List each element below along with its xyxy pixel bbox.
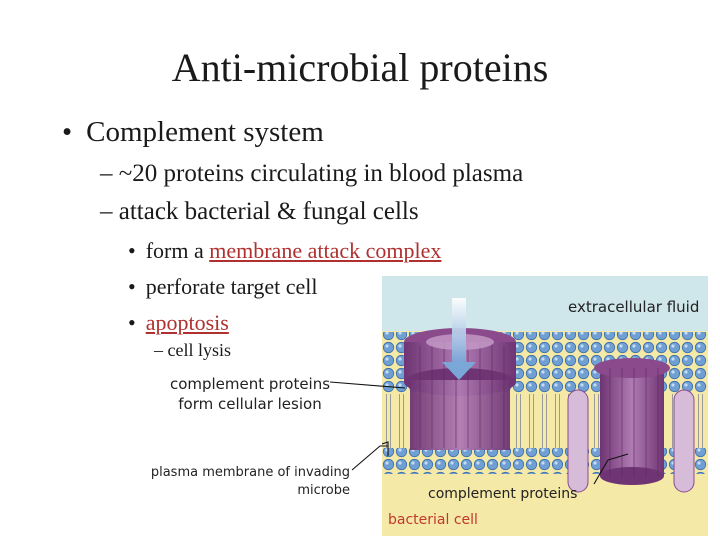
bullet-marker: •: [62, 116, 73, 148]
sub-point-proteins: – ~20 proteins circulating in blood plas…: [100, 160, 524, 187]
label-lesion: complement proteins form cellular lesion: [160, 374, 340, 414]
sub-point-attack: – attack bacterial & fungal cells: [100, 198, 419, 225]
sub-bullet-apoptosis: • apoptosis: [128, 310, 229, 336]
membrane-attack-illustration: [381, 276, 708, 536]
label-membrane-line1: plasma membrane of invading: [150, 465, 350, 480]
label-plasma-membrane: plasma membrane of invading microbe: [140, 464, 350, 500]
label-extracellular-fluid: extracellular fluid: [568, 298, 700, 316]
complement-channel-right: [567, 358, 695, 493]
bullet-marker: •: [128, 310, 136, 335]
label-membrane-line2: microbe: [297, 483, 350, 498]
label-complement-proteins: complement proteins: [428, 486, 578, 502]
label-lesion-line2: form cellular lesion: [178, 395, 322, 413]
link-apoptosis[interactable]: apoptosis: [145, 310, 229, 335]
bullet-marker: •: [128, 274, 136, 299]
link-membrane-attack-complex[interactable]: membrane attack complex: [209, 238, 442, 263]
bullet-text: Complement system: [86, 116, 324, 148]
sub-sub-cell-lysis: – cell lysis: [154, 340, 231, 360]
bullet-complement-system: • Complement system: [62, 116, 324, 149]
label-lesion-line1: complement proteins: [169, 375, 331, 393]
sub-bullet-mac: • form a membrane attack complex: [128, 238, 441, 264]
extracellular-fluid-area: [382, 276, 708, 331]
flow-arrow: [442, 298, 476, 380]
bullet-marker: •: [128, 238, 136, 263]
sub-bullet-perforate: • perforate target cell: [128, 274, 318, 300]
sub-bullet-text: form a: [145, 238, 210, 263]
label-bacterial-cell: bacterial cell: [388, 512, 478, 528]
membrane-diagram: [381, 276, 708, 536]
slide-title: Anti-microbial proteins: [171, 45, 549, 90]
sub-bullet-text: perforate target cell: [145, 274, 318, 299]
pointer-lines: [381, 441, 629, 485]
